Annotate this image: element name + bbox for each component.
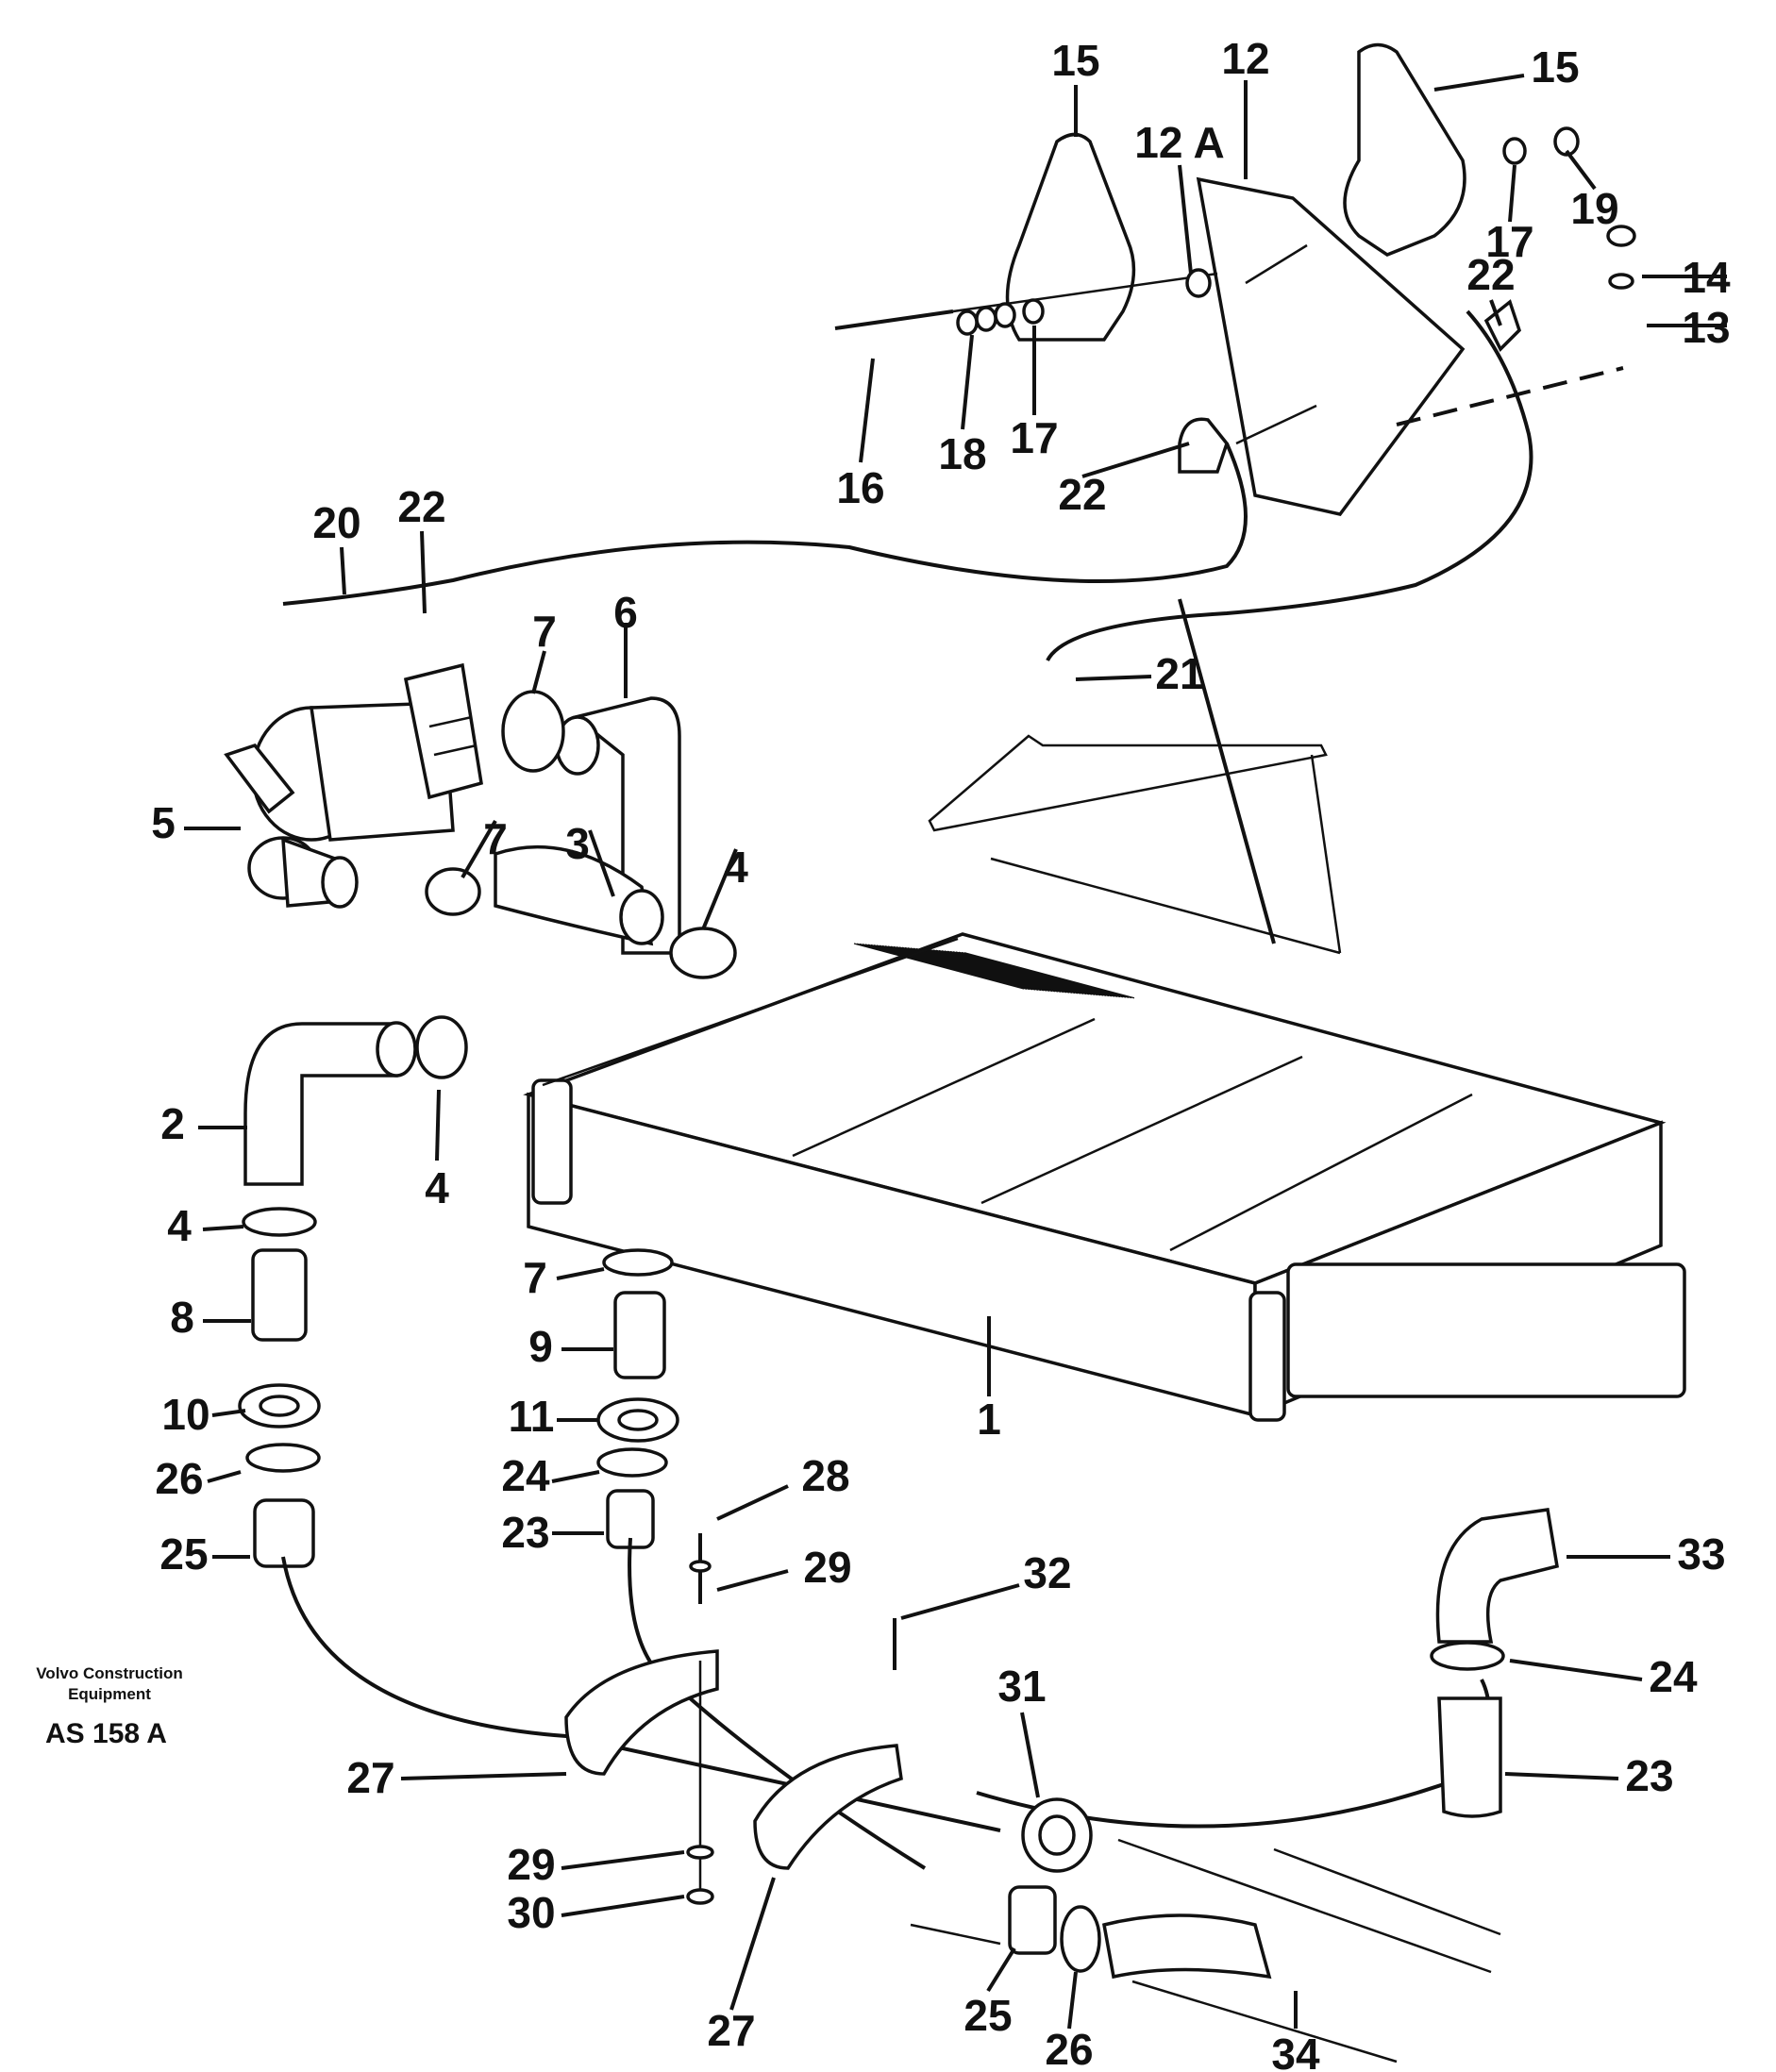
callout-6: 6 <box>613 588 638 637</box>
leader-line <box>561 1895 685 1917</box>
callout-17: 17 <box>1010 413 1058 462</box>
leader-line <box>1509 1659 1643 1681</box>
callout-23: 23 <box>1625 1751 1673 1800</box>
leader-line <box>1489 299 1502 326</box>
leader-line <box>207 1470 242 1483</box>
callout-23: 23 <box>501 1508 549 1557</box>
callout-12a: 12 A <box>1134 118 1224 167</box>
callout-26: 26 <box>155 1454 203 1503</box>
leader-line <box>716 1484 789 1521</box>
leader-line <box>531 650 546 694</box>
water-valve <box>224 662 483 909</box>
callout-18: 18 <box>938 429 986 478</box>
callout-24: 24 <box>1649 1652 1698 1701</box>
leader-line <box>859 358 875 463</box>
callout-7: 7 <box>532 607 557 656</box>
callout-5: 5 <box>151 798 176 847</box>
callout-24: 24 <box>501 1451 550 1500</box>
fin-line <box>963 952 1135 999</box>
callout-27: 27 <box>346 1753 394 1802</box>
callout-labels: 1 2 3 4 4 4 5 6 7 7 7 8 9 10 11 12 12 A … <box>151 34 1731 2072</box>
callout-29: 29 <box>507 1840 555 1889</box>
callout-4: 4 <box>724 843 748 892</box>
callout-8: 8 <box>170 1293 194 1342</box>
hoses <box>243 696 1559 1980</box>
callout-27: 27 <box>707 2006 755 2055</box>
leader-line <box>1178 164 1193 275</box>
leader-line <box>1565 149 1597 191</box>
leader-line <box>961 334 974 430</box>
leader-line <box>551 1470 600 1483</box>
callout-11: 11 <box>509 1392 555 1441</box>
leader-line <box>1508 164 1516 223</box>
callout-12: 12 <box>1221 34 1269 83</box>
leader-line <box>1067 1971 1078 2030</box>
callout-17: 17 <box>1485 217 1533 266</box>
callout-28: 28 <box>801 1451 849 1500</box>
credit-line1: Volvo Construction <box>36 1664 183 1682</box>
leader-line <box>435 1089 441 1161</box>
leader-line <box>202 1225 244 1231</box>
callout-32: 32 <box>1023 1548 1071 1597</box>
callout-20: 20 <box>312 498 360 547</box>
publisher-credit: Volvo Construction Equipment AS 158 A <box>15 1663 204 1750</box>
leader-line <box>729 1877 776 2011</box>
callout-25: 25 <box>963 1991 1012 2040</box>
leader-lines <box>184 74 1727 2030</box>
callout-10: 10 <box>161 1390 209 1439</box>
callout-14: 14 <box>1682 253 1731 302</box>
leader-line <box>461 819 497 879</box>
control-cables <box>282 309 1624 955</box>
leader-line <box>1081 442 1190 478</box>
figure-code: AS 158 A <box>45 1718 167 1749</box>
callout-22: 22 <box>397 482 445 531</box>
callout-22: 22 <box>1058 470 1106 519</box>
callout-9: 9 <box>528 1322 553 1371</box>
callout-21: 21 <box>1155 649 1203 698</box>
callout-4: 4 <box>167 1201 192 1250</box>
callout-16: 16 <box>836 463 884 512</box>
leader-line <box>701 848 738 930</box>
leader-line <box>588 829 615 897</box>
radiator-fins <box>853 943 1135 999</box>
callout-26: 26 <box>1045 2025 1093 2072</box>
control-panel <box>834 42 1636 516</box>
callout-1: 1 <box>977 1395 1001 1444</box>
duct-outline <box>910 1838 1501 2064</box>
leader-line <box>1020 1712 1040 1798</box>
leader-line <box>211 1409 246 1417</box>
callout-31: 31 <box>997 1662 1046 1711</box>
credit-line2: Equipment <box>68 1685 151 1703</box>
leader-line <box>561 1850 685 1870</box>
callout-3: 3 <box>565 819 590 868</box>
callout-7: 7 <box>483 814 508 863</box>
leader-line <box>556 1267 605 1280</box>
leader-line <box>420 530 427 614</box>
callout-29: 29 <box>803 1543 851 1592</box>
callout-22: 22 <box>1466 250 1515 299</box>
callout-25: 25 <box>159 1529 208 1579</box>
callout-34: 34 <box>1271 2030 1320 2072</box>
callout-19: 19 <box>1570 184 1618 233</box>
leader-line <box>716 1569 789 1592</box>
leader-line <box>986 1947 1016 1993</box>
callout-4: 4 <box>425 1163 449 1212</box>
callout-30: 30 <box>507 1888 555 1937</box>
callout-15: 15 <box>1051 36 1099 85</box>
leader-line <box>1504 1772 1619 1780</box>
leader-line <box>400 1772 567 1780</box>
callout-15: 15 <box>1531 42 1579 92</box>
callout-2: 2 <box>160 1099 185 1148</box>
leader-line <box>900 1583 1020 1620</box>
leader-line <box>1075 675 1152 681</box>
callout-33: 33 <box>1677 1529 1725 1579</box>
callout-7: 7 <box>523 1253 547 1302</box>
leader-line <box>340 546 346 595</box>
heater-radiator <box>523 932 1686 1422</box>
callout-13: 13 <box>1682 303 1730 352</box>
leader-line <box>1433 74 1525 92</box>
